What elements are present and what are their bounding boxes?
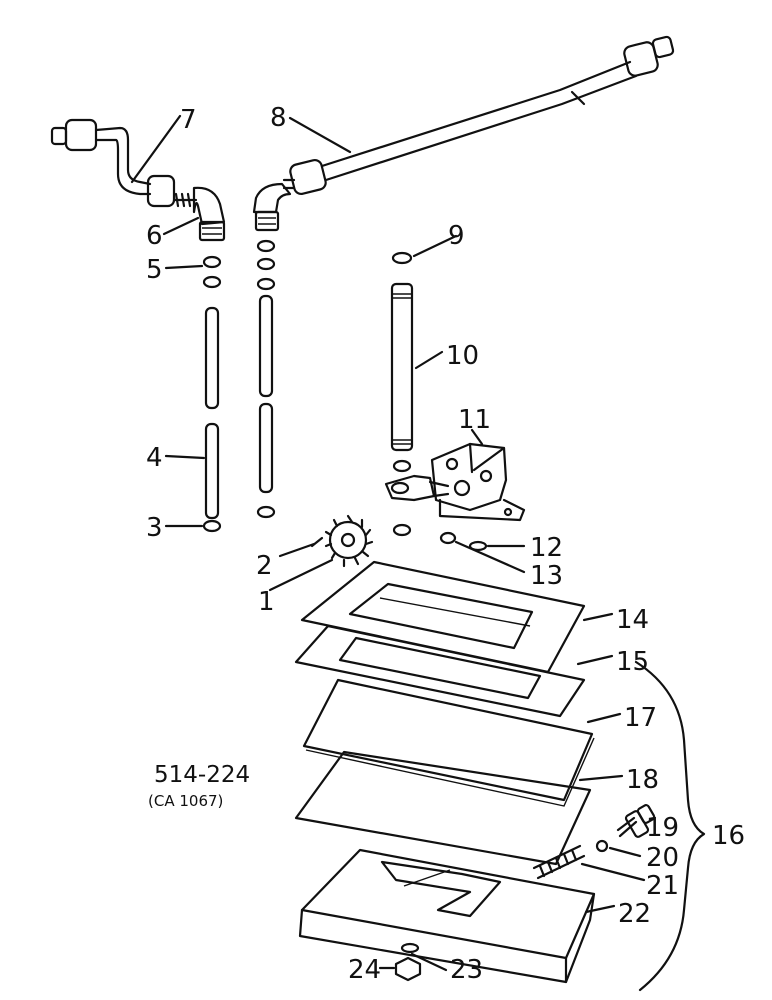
callout-17: 17 [624, 703, 657, 733]
callout-24: 24 [348, 955, 381, 985]
figure-reference: (CA 1067) [148, 792, 223, 810]
plug-19 [616, 804, 656, 838]
callout-14: 14 [616, 605, 649, 635]
callout-23: 23 [450, 955, 483, 985]
tube-8 [289, 35, 675, 196]
callout-19: 19 [646, 813, 679, 843]
callout-21: 21 [646, 871, 679, 901]
callout-1: 1 [258, 587, 275, 617]
pump-housing-11 [384, 442, 526, 522]
callout-5: 5 [146, 255, 163, 285]
gear-1 [324, 514, 374, 568]
leader-lines [130, 114, 646, 972]
callout-11: 11 [458, 405, 491, 435]
callout-18: 18 [626, 765, 659, 795]
callout-2: 2 [256, 551, 273, 581]
elbow-fitting-right [252, 178, 296, 232]
figure-code: 514-224 [154, 762, 250, 788]
left-column-parts [202, 255, 222, 533]
spring-21 [532, 844, 586, 880]
callout-22: 22 [618, 899, 651, 929]
callout-6: 6 [146, 221, 163, 251]
valve-body-22 [298, 848, 596, 984]
callout-12: 12 [530, 533, 563, 563]
middle-column-parts [256, 239, 276, 519]
o-rings-12-13 [439, 531, 488, 552]
callout-9: 9 [448, 221, 465, 251]
plug-24 [394, 956, 422, 982]
gasket-15 [294, 624, 586, 718]
brace-16 [634, 660, 706, 992]
plate-17 [302, 678, 595, 807]
tube-7 [50, 118, 176, 208]
callout-8: 8 [270, 103, 287, 133]
callout-3: 3 [146, 513, 163, 543]
pipe-10-column [390, 251, 414, 537]
washer-23 [400, 942, 420, 954]
callout-16: 16 [712, 821, 745, 851]
callout-7: 7 [180, 105, 197, 135]
callout-4: 4 [146, 443, 163, 473]
callout-labels: 1 2 3 4 5 6 7 8 9 10 11 12 13 14 15 16 1… [146, 103, 745, 985]
callout-13: 13 [530, 561, 563, 591]
elbow-fitting-6-left [172, 186, 226, 242]
gasket-18 [294, 750, 592, 866]
ball-20 [595, 839, 609, 853]
callout-10: 10 [446, 341, 479, 371]
callout-20: 20 [646, 843, 679, 873]
callout-15: 15 [616, 647, 649, 677]
